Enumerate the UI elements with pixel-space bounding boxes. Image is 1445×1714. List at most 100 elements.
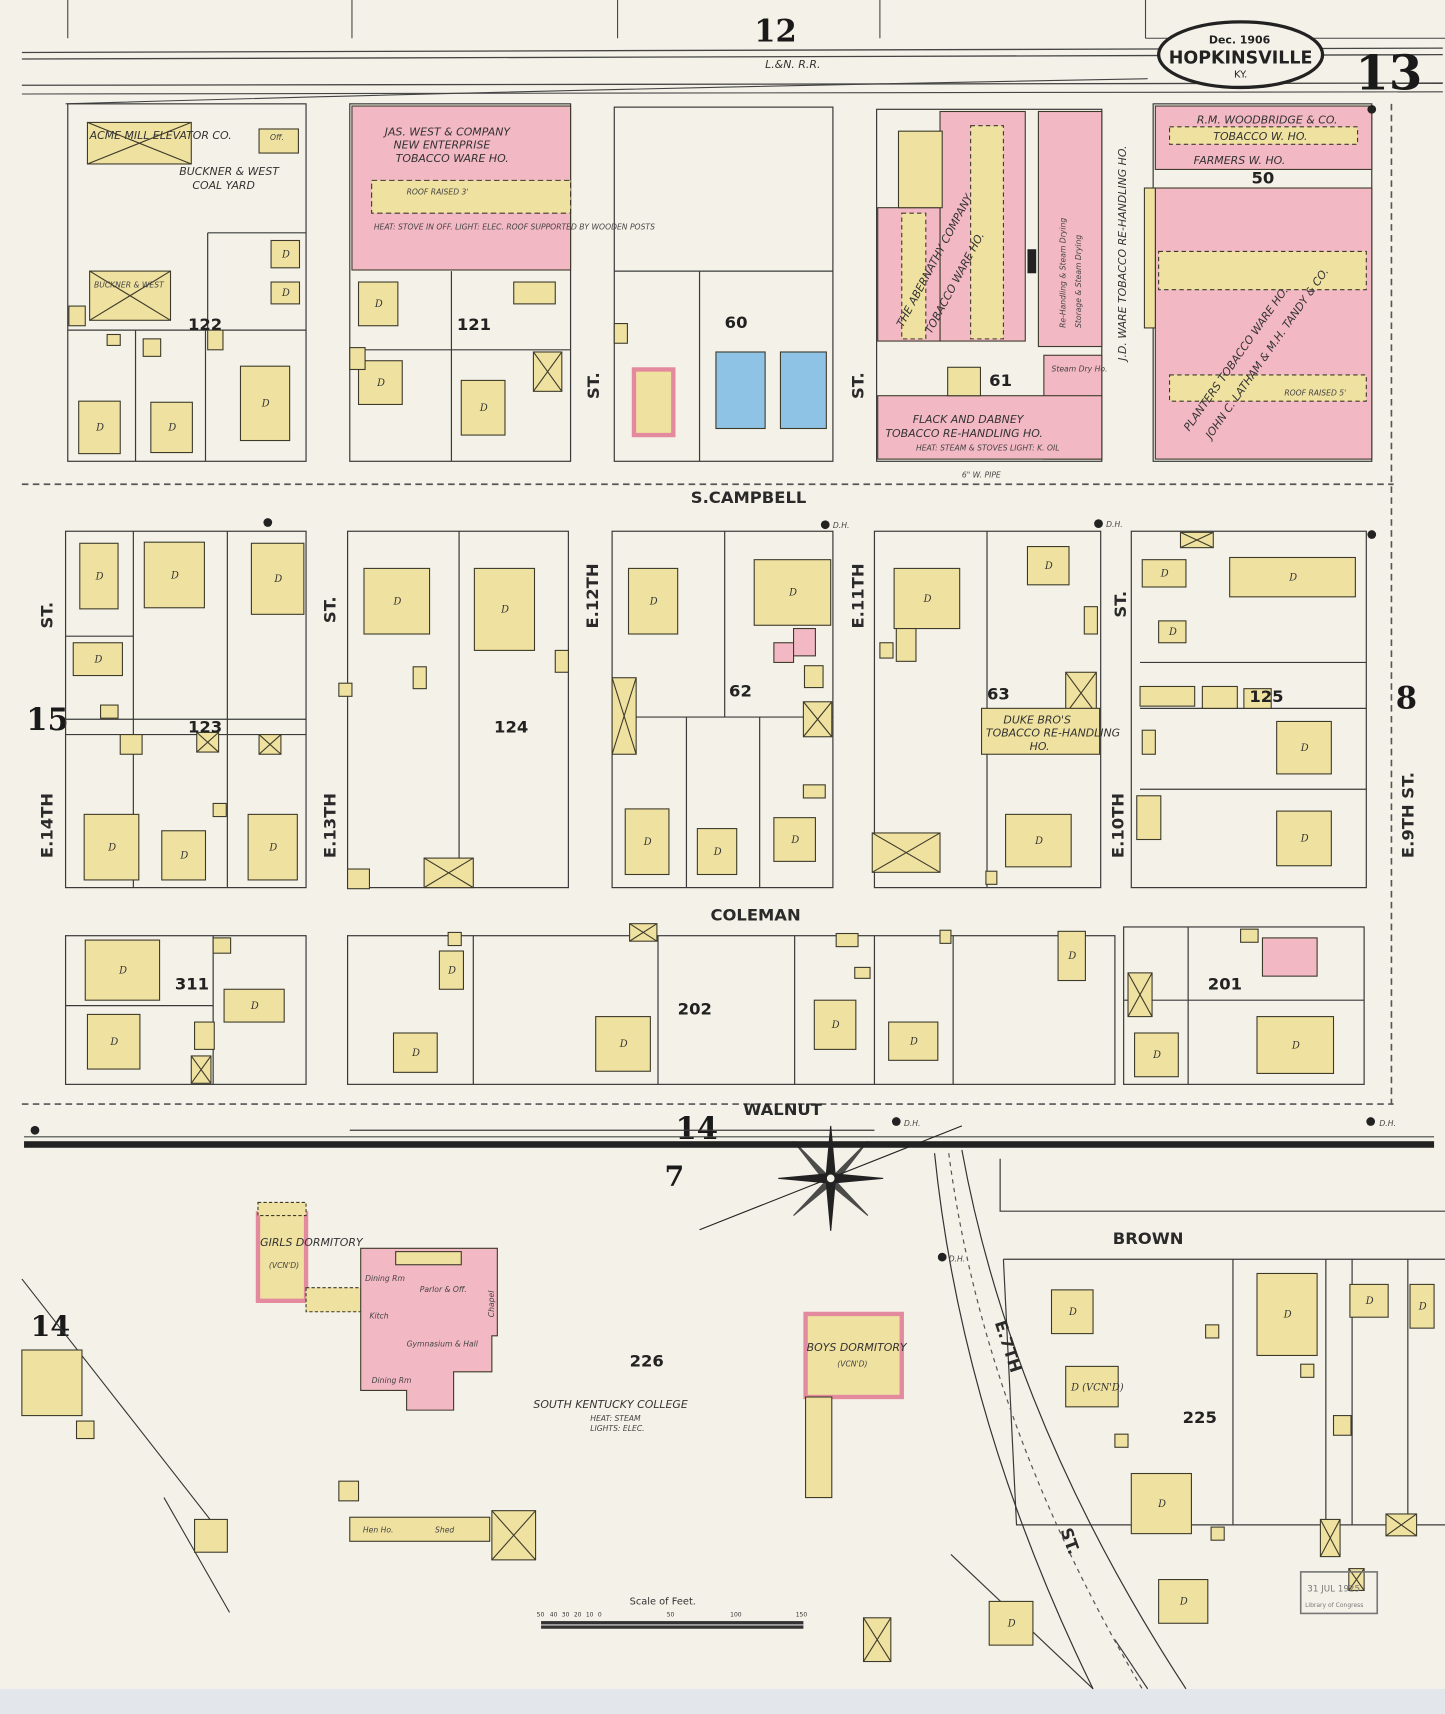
dwelling-label: D: [95, 423, 104, 434]
outbuilding: [803, 665, 824, 689]
outbuilding: [119, 734, 143, 755]
block-number: 311: [175, 974, 209, 993]
block-number: 50: [1252, 169, 1275, 188]
dwelling-label: D: [1044, 561, 1053, 572]
dwelling-label: D: [447, 965, 456, 976]
outbuilding: [1141, 729, 1156, 755]
dwelling: [1141, 559, 1187, 588]
scale-tick: 100: [730, 1612, 742, 1619]
block-number: 121: [457, 315, 491, 334]
roof-raised-5-label: ROOF RAISED 5': [1284, 389, 1346, 398]
shed-label: Shed: [435, 1526, 454, 1535]
dwelling-label: D: [643, 837, 652, 848]
street-label-st: ST.: [849, 372, 868, 399]
stone-buildings: [631, 351, 827, 438]
scale-tick: 10: [586, 1612, 594, 1619]
dwelling-label: D: [281, 288, 290, 299]
outbuilding: [349, 347, 366, 371]
shed-cross-mark: [1065, 671, 1097, 715]
stamp-library: Library of Congress: [1305, 1602, 1363, 1609]
dwelling: [83, 813, 140, 881]
dwelling-label: D: [261, 399, 270, 410]
outbuilding: [338, 682, 353, 697]
title-state: KY.: [1234, 70, 1247, 81]
shed-cross-mark: [1385, 1513, 1417, 1537]
stamp-date: 31 JUL 1925: [1307, 1585, 1360, 1595]
sheet-number: 13: [1355, 46, 1422, 102]
dwelling: [813, 999, 857, 1050]
dwelling: [392, 1032, 438, 1073]
scale-tick: 50: [537, 1612, 545, 1619]
south-kentucky-college: [255, 1201, 904, 1499]
dwelling-label: D: [109, 1037, 118, 1048]
street-e13th: E.13TH: [321, 793, 340, 858]
street-walnut: WALNUT: [743, 1100, 822, 1119]
dwelling: [773, 817, 816, 862]
abernathy-warehouse: [877, 110, 1103, 460]
shed-cross-mark: [802, 701, 833, 738]
dwelling: [460, 379, 506, 436]
street-brown: BROWN: [1113, 1229, 1184, 1248]
dwelling: [753, 559, 832, 626]
outbuilding: [75, 1420, 95, 1440]
kitchen-label: Kitch: [369, 1311, 388, 1320]
street-e9th: E.9TH ST.: [1398, 772, 1417, 858]
dwelling: [78, 400, 121, 455]
outbuilding: [347, 868, 370, 890]
dwelling-label: D: [273, 574, 282, 585]
hen-house-label: Hen Ho.: [363, 1526, 394, 1535]
adjoining-sheet-south: 7: [665, 1159, 685, 1193]
dwelling-label: D: [250, 1001, 259, 1012]
scale-tick: 0: [598, 1612, 602, 1619]
dwelling: [270, 239, 301, 269]
block-number: 202: [678, 999, 712, 1018]
outbuilding: [879, 642, 894, 659]
scale-bar: Scale of Feet. 50 40 30 20 10 0 50 100 1…: [537, 1597, 807, 1629]
jas-west-label-3: TOBACCO WARE HO.: [396, 152, 509, 165]
dwelling-label: D: [1291, 1040, 1300, 1051]
street-label-st: ST.: [321, 596, 340, 623]
dwelling: [438, 950, 464, 990]
storage-label: Storage & Steam Drying: [1074, 235, 1083, 328]
dwelling: [150, 401, 193, 454]
dwelling: [357, 360, 403, 405]
dwelling: [696, 828, 738, 876]
outbuilding: [835, 932, 859, 948]
block-number: 62: [729, 681, 752, 700]
north-railroad: [21, 0, 1445, 105]
dwelling-label: D: [649, 596, 658, 607]
scan-border: [0, 1688, 1445, 1714]
scale-tick: 40: [550, 1612, 558, 1619]
street-label-st: ST.: [37, 602, 56, 629]
outbuilding: [1261, 937, 1318, 977]
adjoining-sheet-north: 12: [754, 14, 797, 50]
outbuilding: [258, 128, 299, 154]
girls-dorm-vacant: (VCN'D): [269, 1261, 299, 1270]
block-number: 201: [1208, 974, 1242, 993]
shed-cross-mark: [1319, 1519, 1341, 1557]
dwelling: [247, 813, 298, 881]
dwelling-label: D: [95, 571, 104, 582]
dwelling-label: D: [1160, 569, 1169, 580]
outbuilding: [68, 305, 86, 327]
outbuilding: [939, 929, 952, 944]
outbuilding: [1243, 688, 1272, 709]
street-e11th: E.11TH: [849, 563, 868, 628]
dwelling: [624, 808, 670, 876]
dwelling-label: D: [1179, 1597, 1188, 1608]
duke-label-1: DUKE BRO'S: [1003, 714, 1071, 727]
dwelling: [1026, 546, 1070, 586]
hen-house-shed: [349, 1516, 491, 1542]
chapel-label: Chapel: [487, 1290, 496, 1317]
title-date: Dec. 1906: [1209, 34, 1271, 47]
gym-label: Gymnasium & Hall: [407, 1340, 479, 1349]
dwelling-label: D: [1288, 572, 1297, 583]
dwelling: [86, 1013, 141, 1070]
outbuilding: [338, 1480, 360, 1502]
dwelling: [1130, 1472, 1192, 1535]
dwelling-label: D: [94, 654, 103, 665]
dining-room-label-2: Dining Rm: [372, 1376, 412, 1385]
block-number: 123: [188, 717, 222, 736]
dwelling-label: D: [374, 299, 383, 310]
